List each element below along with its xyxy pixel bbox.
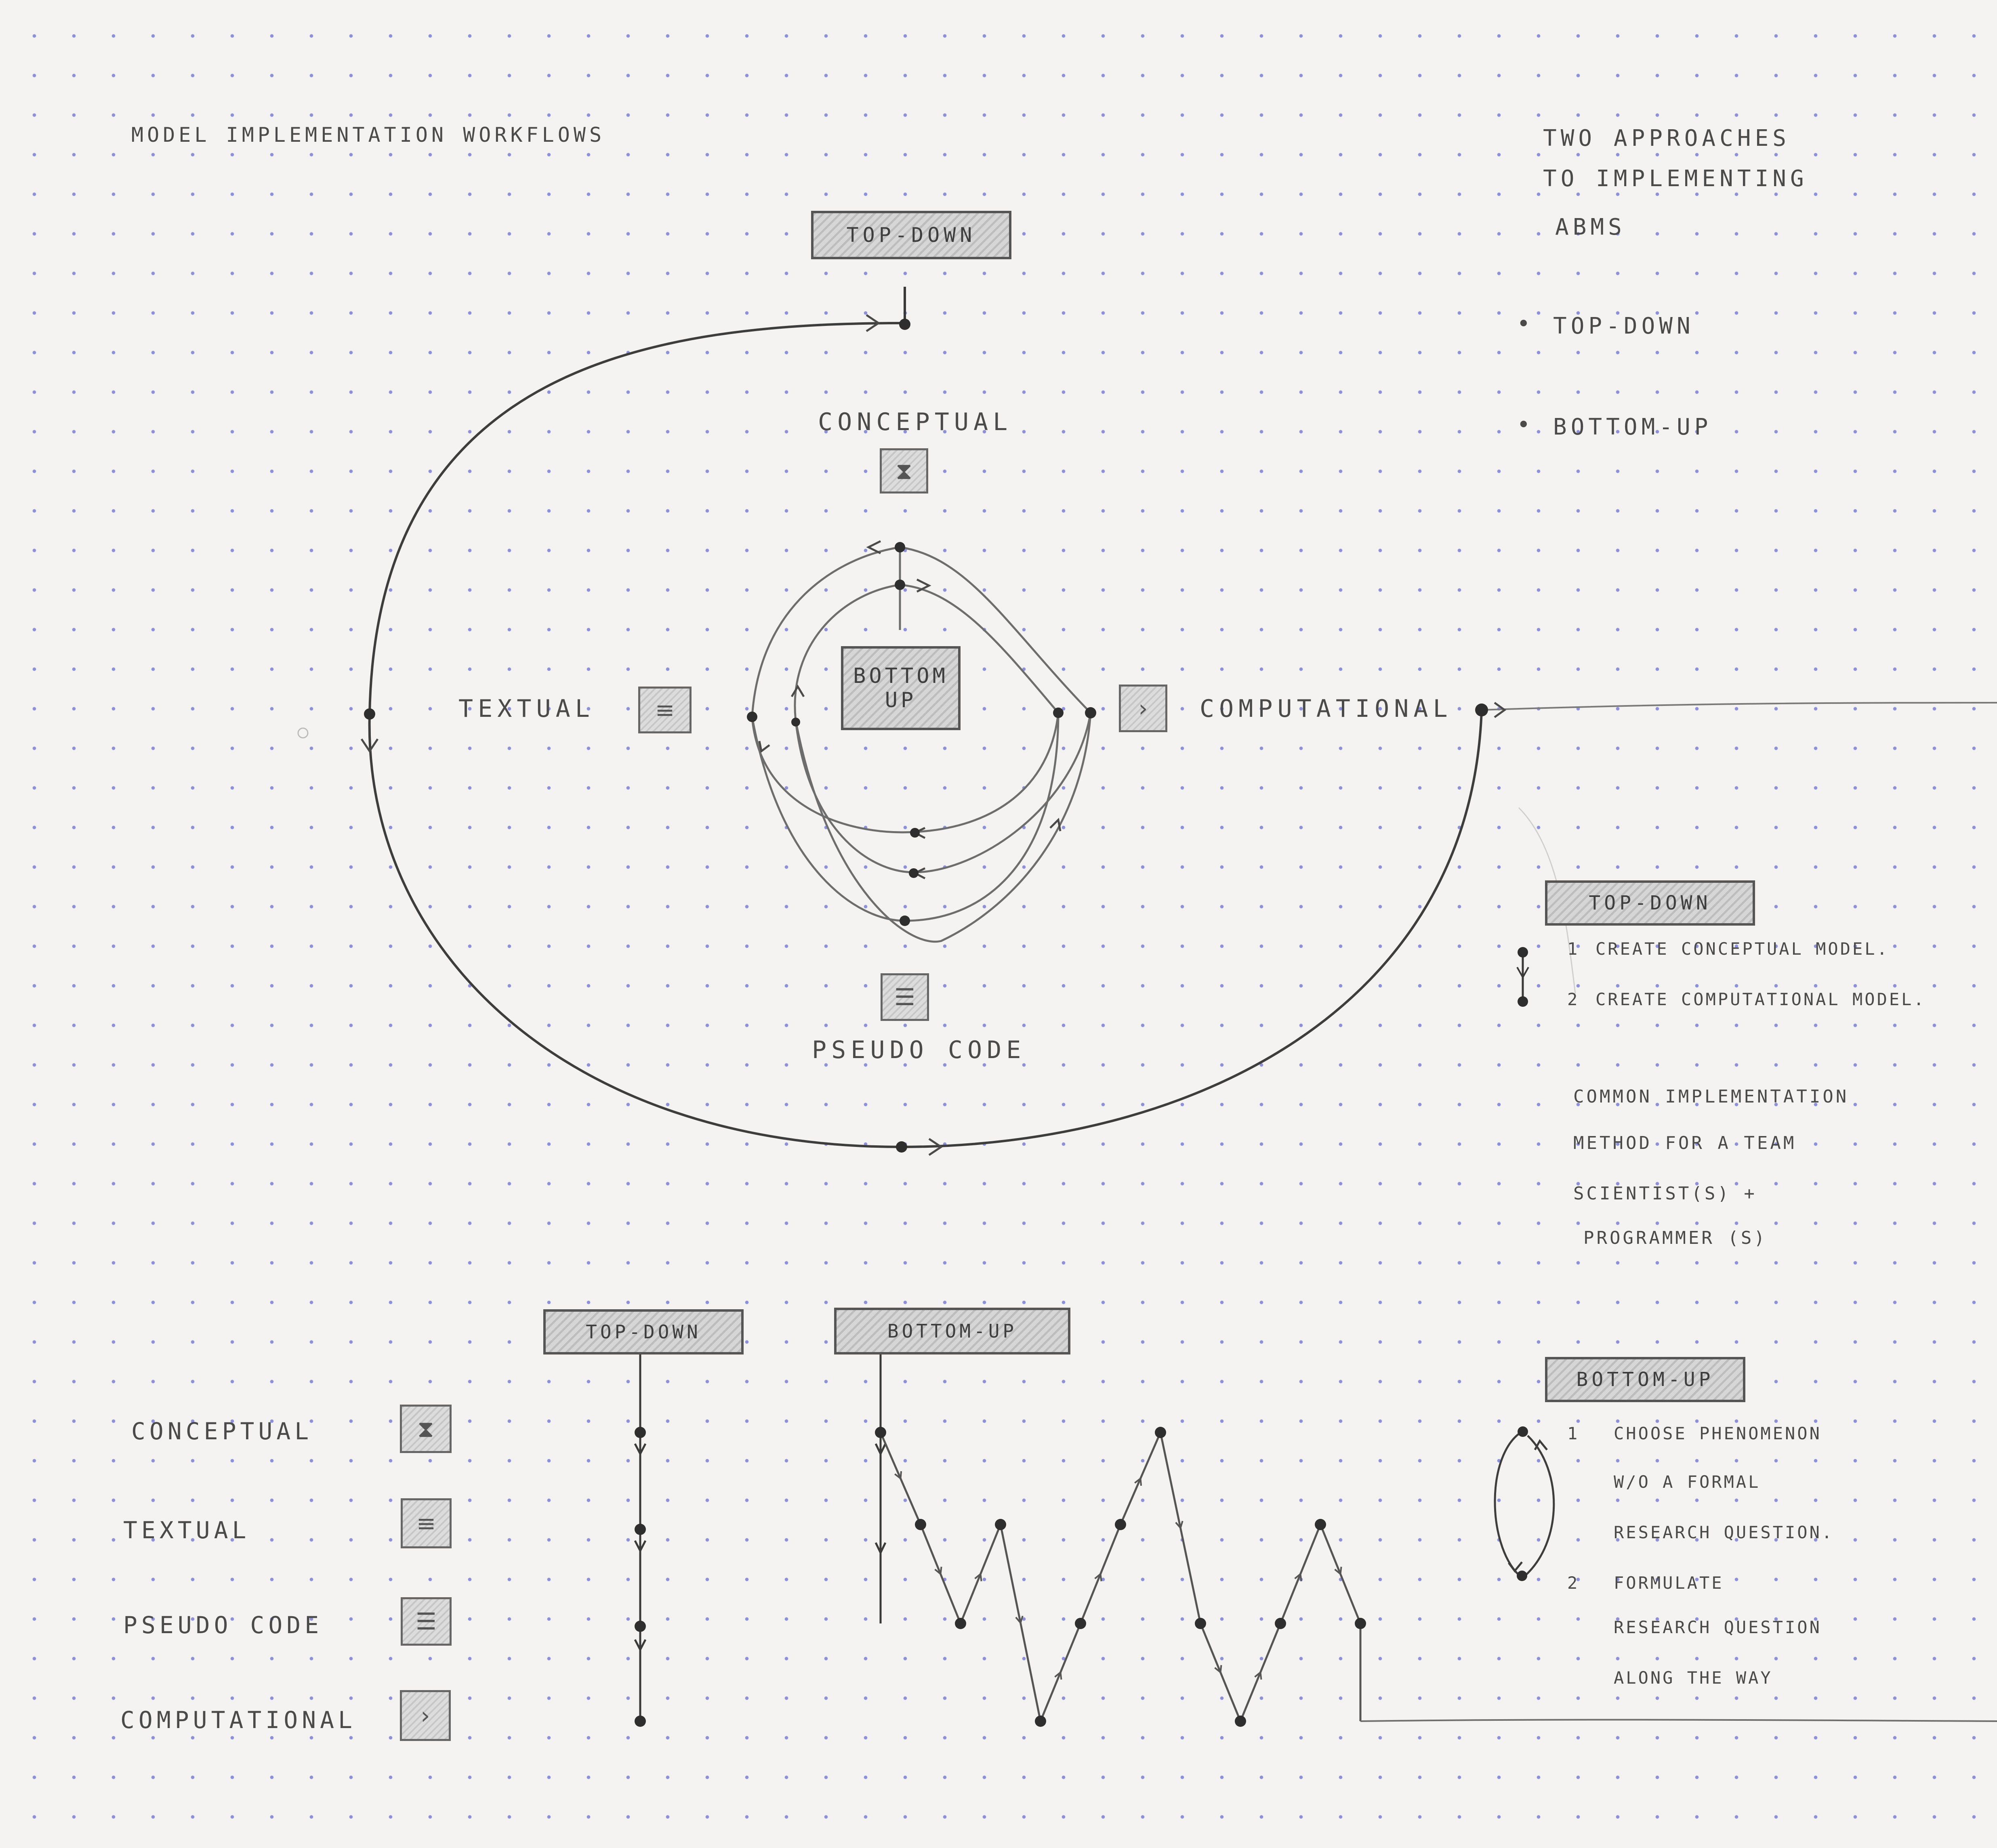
bottom-up-step-2-line-1: Formulate xyxy=(1614,1573,1724,1593)
bottom-up-arrow xyxy=(1175,1520,1183,1530)
page-title: Model implementation workflows xyxy=(131,123,605,147)
bullet-dot: • xyxy=(1517,412,1535,438)
top-down-note-3: scientist(s) + xyxy=(1573,1183,1757,1204)
top-down-note-4: programmer (s) xyxy=(1583,1228,1767,1248)
intro-line-1: Two approaches xyxy=(1543,125,1791,151)
computational-label: Computational xyxy=(1200,695,1453,723)
top-down-box: Top-down xyxy=(811,211,1011,259)
bottom-up-node xyxy=(1315,1519,1326,1530)
bottom-up-arrow xyxy=(1214,1665,1222,1674)
top-down-outer-loop xyxy=(368,322,1483,1149)
pseudo-code-icon: ☰ xyxy=(401,1597,452,1646)
top-diagram-nodes xyxy=(364,319,1488,1153)
intro-line-2: to implementing xyxy=(1543,166,1808,192)
bottom-up-node xyxy=(1075,1618,1086,1629)
top-down-note-1: Common implementation xyxy=(1573,1086,1849,1107)
text-lines-icon: ≡ xyxy=(638,687,692,733)
row-label-pseudo-code: Pseudo code xyxy=(123,1611,323,1639)
bottom-up-node xyxy=(1275,1618,1286,1629)
top-down-step-2-number: 2 xyxy=(1567,989,1580,1009)
bottom-up-arrow xyxy=(1334,1567,1342,1576)
bottom-up-node xyxy=(1115,1519,1126,1530)
bottom-bottom-up-column xyxy=(874,1354,887,1623)
chevron-icon: › xyxy=(400,1690,451,1741)
top-down-note-2: method for a team xyxy=(1573,1133,1797,1153)
bottom-up-inner-loops xyxy=(751,546,1092,943)
bottom-up-node xyxy=(875,1427,886,1438)
bottom-up-step-2-line-2: research question xyxy=(1614,1617,1822,1637)
top-down-step-1-text: Create conceptual model. xyxy=(1595,939,1889,959)
bottom-up-step-1-line-3: research question. xyxy=(1614,1522,1834,1542)
bottom-up-node xyxy=(1195,1618,1206,1629)
bottom-up-arrow xyxy=(1054,1671,1062,1680)
bottom-up-cycle-icon xyxy=(1494,1426,1555,1581)
bottom-up-arrow xyxy=(1015,1615,1024,1625)
bottom-up-zigzag-path xyxy=(879,1429,1362,1725)
bottom-up-arrow xyxy=(1254,1671,1262,1680)
bottom-up-step-1-line-2: w/o a formal xyxy=(1614,1472,1761,1492)
bottom-up-arrow xyxy=(894,1471,902,1480)
chevron-icon: › xyxy=(1119,685,1167,732)
top-diagram-arrows xyxy=(360,314,1507,1156)
bottom-up-step-1-number: 1 xyxy=(1567,1424,1580,1443)
intro-line-3: ABMs xyxy=(1555,214,1626,240)
bottom-up-exit-line xyxy=(1360,1719,1997,1722)
hourglass-icon: ⧗ xyxy=(400,1405,452,1453)
bottom-up-node xyxy=(1035,1716,1046,1727)
bottom-up-node xyxy=(1155,1427,1166,1438)
top-down-panel-label: Top-down xyxy=(1545,880,1755,926)
bullet-dot: • xyxy=(1517,311,1535,337)
bottom-top-down-column-label: Top-down xyxy=(543,1309,744,1354)
top-down-steps-bracket xyxy=(1516,947,1529,1007)
row-label-textual: Textual xyxy=(123,1516,250,1544)
bottom-up-arrow xyxy=(974,1572,982,1581)
bottom-up-node xyxy=(995,1519,1006,1530)
hourglass-icon: ⧗ xyxy=(880,448,928,494)
bottom-up-arrow xyxy=(1094,1572,1102,1581)
bottom-up-arrow xyxy=(1134,1477,1142,1486)
faint-circle xyxy=(297,727,309,739)
bottom-up-node xyxy=(1355,1618,1366,1629)
bottom-up-step-2-number: 2 xyxy=(1567,1573,1580,1593)
bottom-top-down-nodes xyxy=(635,1427,646,1727)
bottom-up-node xyxy=(915,1519,926,1530)
top-down-step-2-text: Create computational model. xyxy=(1595,989,1926,1009)
intro-bullet-1: Top-down xyxy=(1553,313,1694,339)
bottom-up-center-label-1: Bottom xyxy=(853,664,948,688)
bottom-up-panel-label: Bottom-up xyxy=(1545,1357,1745,1402)
intro-bullet-2: Bottom-up xyxy=(1553,414,1712,440)
bottom-up-step-2-line-3: along the way xyxy=(1614,1668,1773,1688)
pseudo-code-label: Pseudo code xyxy=(812,1036,1026,1064)
bottom-up-center-box: Bottom up xyxy=(841,646,961,730)
bottom-up-arrow xyxy=(934,1567,942,1576)
bottom-bottom-up-column-label: Bottom-up xyxy=(834,1308,1070,1354)
row-label-conceptual: Conceptual xyxy=(131,1418,313,1445)
conceptual-label: Conceptual xyxy=(818,408,1013,436)
row-label-computational: Computational xyxy=(120,1706,356,1734)
bottom-up-zigzag-nodes xyxy=(875,1427,1366,1727)
computational-exit-line xyxy=(1481,702,1997,711)
top-down-step-1-number: 1 xyxy=(1567,939,1580,959)
bottom-top-down-column xyxy=(634,1354,647,1721)
bottom-up-node xyxy=(1235,1716,1246,1727)
text-lines-icon: ≡ xyxy=(401,1498,452,1548)
bottom-up-arrow xyxy=(1294,1572,1302,1581)
bottom-up-center-label-2: up xyxy=(885,688,917,712)
pseudo-code-icon: ☰ xyxy=(881,973,929,1021)
textual-label: Textual xyxy=(458,695,595,723)
bottom-up-step-1-line-1: Choose phenomenon xyxy=(1614,1424,1822,1443)
bottom-up-node xyxy=(955,1618,966,1629)
